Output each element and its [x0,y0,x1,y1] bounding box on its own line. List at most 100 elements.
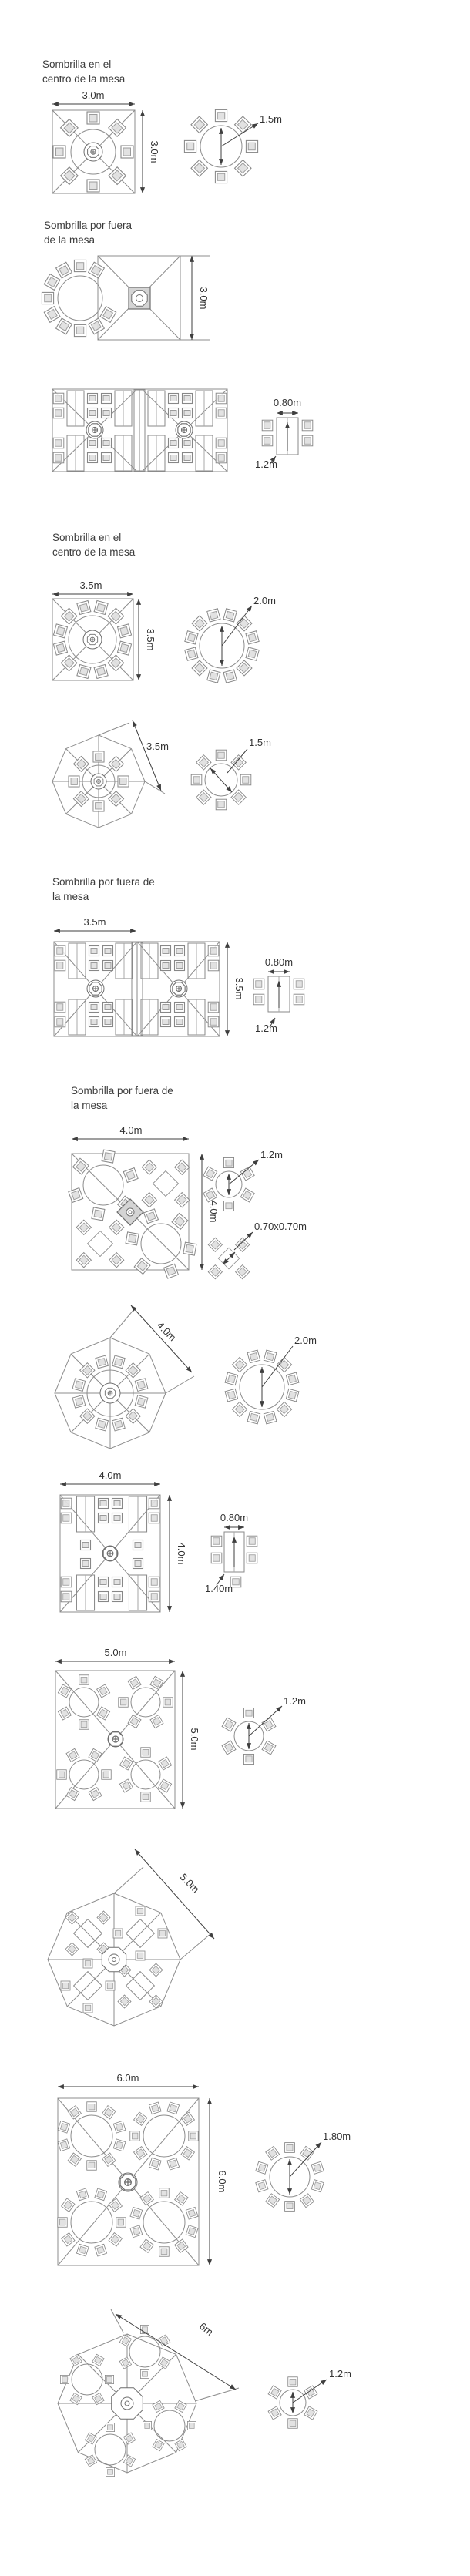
dim-label-table-width: 0.80m [274,397,301,408]
dim-label-table-width: 0.80m [220,1512,248,1523]
chair-ring [118,1675,173,1729]
dim-label-width: 3.5m [80,579,102,591]
umbrella-pole-icon [88,423,102,437]
dim-label-width: 4.0m [120,1124,143,1136]
heading-line: Sombrilla en el [42,59,112,70]
heading-line: centro de la mesa [52,546,136,558]
leader-arrow [248,1705,283,1737]
dim-label-table: 1.2m [329,2368,351,2380]
umbrella-canopy [52,388,228,472]
dim-label-table-length: 1.2m [255,1023,277,1034]
rect-table [136,942,143,1036]
dim-label-height: 3.0m [149,141,160,163]
umbrella-canopy [52,109,136,194]
round-table [57,275,103,321]
detail-round-table-1-80m: 1.80m [255,2131,351,2212]
umbrella-canopy [55,1670,176,1809]
round-table [71,2363,103,2396]
dim-label-height: 3.5m [145,629,156,651]
round-table [69,1759,99,1790]
dim-label-width: 5.0m [105,1647,127,1658]
chair [253,978,265,990]
round-table [200,125,243,168]
detail-round-table-2-0m-b: 2.0m [224,1335,317,1425]
rect-table [147,390,166,427]
rect-table [66,390,85,427]
dim-label-table: 2.0m [294,1335,317,1346]
umbrella-pole-icon [108,1731,123,1747]
dim-label-table: 1.5m [260,113,282,125]
dim-label-width: 3.5m [84,916,106,928]
detail-round-table-2-0m: 2.0m [184,595,276,683]
dim-label-table: 1.80m [323,2131,351,2142]
chair-ring [57,2101,126,2171]
round-table [140,1223,182,1264]
umbrella-canopy [59,1494,161,1613]
leader-line [227,748,248,774]
leader-arrow [292,2379,327,2403]
leader-arrow [216,1573,225,1586]
detail-rect-table-080x12-b: 0.80m 1.2m [253,956,305,1034]
heading-line: Sombrilla por fuera de [52,876,155,888]
rect-table [115,999,133,1036]
figure-umbrella-4m-rect-tables: 4.0m 4.0m [59,1469,187,1613]
dim-label-diagonal: 3.5m [146,741,169,752]
detail-square-table-070: 0.70x0.70m [207,1221,307,1280]
umbrella-pole-icon [172,982,186,996]
rect-table [195,390,213,427]
umbrella-pole-icon [87,146,99,158]
detail-round-table-1-2m: 1.2m [203,1149,283,1212]
round-table [143,2114,186,2158]
figure-umbrella-4m-outside: 4.0m 4.0m [68,1124,220,1279]
diameter-arrow [210,767,233,793]
umbrella-canopy [71,1153,190,1271]
figure-umbrella-oct-5m: 5.0m [47,1849,215,2027]
rect-table [76,1574,96,1611]
round-table [143,2201,186,2244]
figure-umbrella-6m: 6.0m 6.0m [57,2072,228,2266]
umbrella-pole-icon [104,1387,116,1399]
umbrella-pole-icon [136,294,143,302]
round-table [233,1721,264,1751]
dim-label-height: 4.0m [176,1543,187,1565]
dim-label-width: 6.0m [117,2072,139,2084]
figure-umbrella-3m-outside: 3.0m [41,255,210,341]
square-table [87,1231,113,1257]
dim-label-diagonal: 4.0m [155,1319,179,1343]
round-table [94,2433,126,2466]
chair [246,1552,258,1564]
chair-ring [41,259,117,338]
figure-umbrella-oct-6m: 6m [57,2309,240,2477]
round-table [70,2201,113,2244]
chair-ring [84,2423,136,2477]
dim-label-height: 3.0m [198,287,210,310]
round-table [129,2336,161,2368]
figure-umbrella-35m-center: 3.5m 3.5m [52,579,156,681]
umbrella-pole-icon [86,633,99,646]
dim-label-square-table: 0.70x0.70m [254,1221,307,1232]
chair-ring [129,2101,199,2171]
chair-ring [143,2400,196,2452]
detail-round-table-1-5m-b: 1.5m [190,737,271,811]
heading-line: Sombrilla por fuera de [71,1085,173,1097]
umbrella-pole-icon [119,2174,136,2191]
chair-ring [56,1748,112,1802]
leader-arrow [233,1231,253,1251]
dim-label-diagonal: 5.0m [178,1871,202,1895]
dim-label-table-length: 1.2m [255,458,277,470]
figure-umbrella-5m: 5.0m 5.0m [55,1647,200,1809]
detail-round-table-1-2m-c: 1.2m [267,2368,351,2429]
heading-line: de la mesa [44,234,96,246]
round-table [82,1164,124,1206]
chair-ring [57,2188,126,2257]
figure-umbrella-oct-4m: 4.0m [54,1305,195,1449]
chair [261,419,274,432]
dim-label-table-length: 1.40m [205,1583,233,1594]
dim-label-diagonal: 6m [197,2320,215,2338]
round-table [69,1687,99,1718]
heading-umbrella-center-2: Sombrilla en el centro de la mesa [52,530,135,559]
leader-arrow [269,1017,276,1028]
umbrella-pole-icon [93,776,104,787]
